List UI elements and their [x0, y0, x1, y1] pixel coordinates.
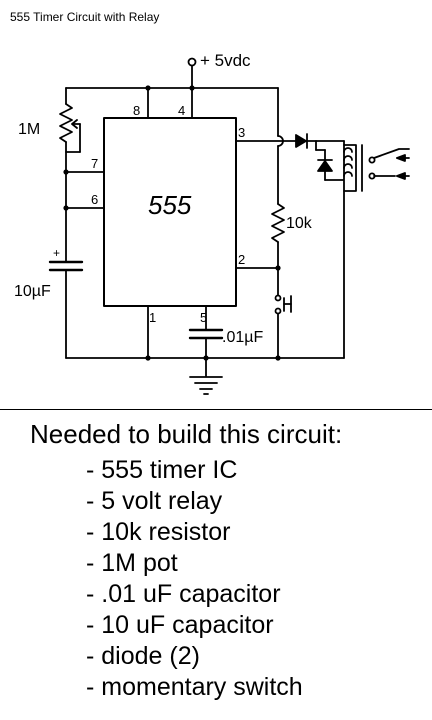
resistor-label: 10k — [286, 215, 313, 232]
supply-label: + 5vdc — [200, 51, 251, 70]
section-divider — [0, 409, 432, 410]
output-diode — [235, 133, 345, 149]
relay-coil — [343, 140, 363, 359]
parts-heading: Needed to build this circuit: — [30, 419, 343, 449]
parts-list-item: - .01 uF capacitor — [86, 580, 281, 608]
pin-1-label: 1 — [149, 310, 156, 325]
top-rail-wire — [65, 87, 279, 119]
bottom-rail-wire — [65, 305, 345, 377]
capacitor-polarity-mark: + — [53, 246, 60, 260]
parts-list-item: - 1M pot — [86, 549, 178, 577]
ic-555-body — [103, 117, 237, 307]
control-cap-label: .01µF — [222, 329, 263, 346]
relay-contacts — [368, 148, 410, 180]
pin-6-label: 6 — [91, 192, 98, 207]
parts-list-item: - momentary switch — [86, 673, 303, 701]
pin-5-label: 5 — [200, 310, 207, 325]
momentary-switch — [274, 267, 292, 359]
pin-3-label: 3 — [238, 125, 245, 140]
parts-list-item: - diode (2) — [86, 642, 200, 670]
page-title: 555 Timer Circuit with Relay — [10, 10, 160, 24]
resistor-10k — [271, 87, 285, 269]
pot-label: 1M — [18, 121, 40, 138]
capacitor-01uf — [188, 305, 224, 359]
circuit-schematic: 555 + 5vdc 8 4 3 7 6 2 1 5 1M — [14, 51, 410, 395]
pin-7-label: 7 — [91, 156, 98, 171]
potentiometer-1m — [59, 87, 81, 209]
capacitor-10uf — [48, 207, 84, 359]
junction-dots — [63, 85, 281, 361]
flyback-diode — [315, 140, 345, 181]
pin-8-label: 8 — [133, 103, 140, 118]
pin-4-label: 4 — [178, 103, 185, 118]
pin-2-label: 2 — [238, 252, 245, 267]
parts-list-item: - 10k resistor — [86, 518, 231, 546]
parts-list-item: - 10 uF capacitor — [86, 611, 274, 639]
supply-terminal — [187, 57, 197, 89]
parts-list-item: - 5 volt relay — [86, 487, 223, 515]
timing-cap-label: 10µF — [14, 283, 51, 300]
parts-list-item: - 555 timer IC — [86, 456, 238, 484]
ic-555-label: 555 — [148, 190, 192, 220]
ground-symbol — [189, 376, 223, 395]
